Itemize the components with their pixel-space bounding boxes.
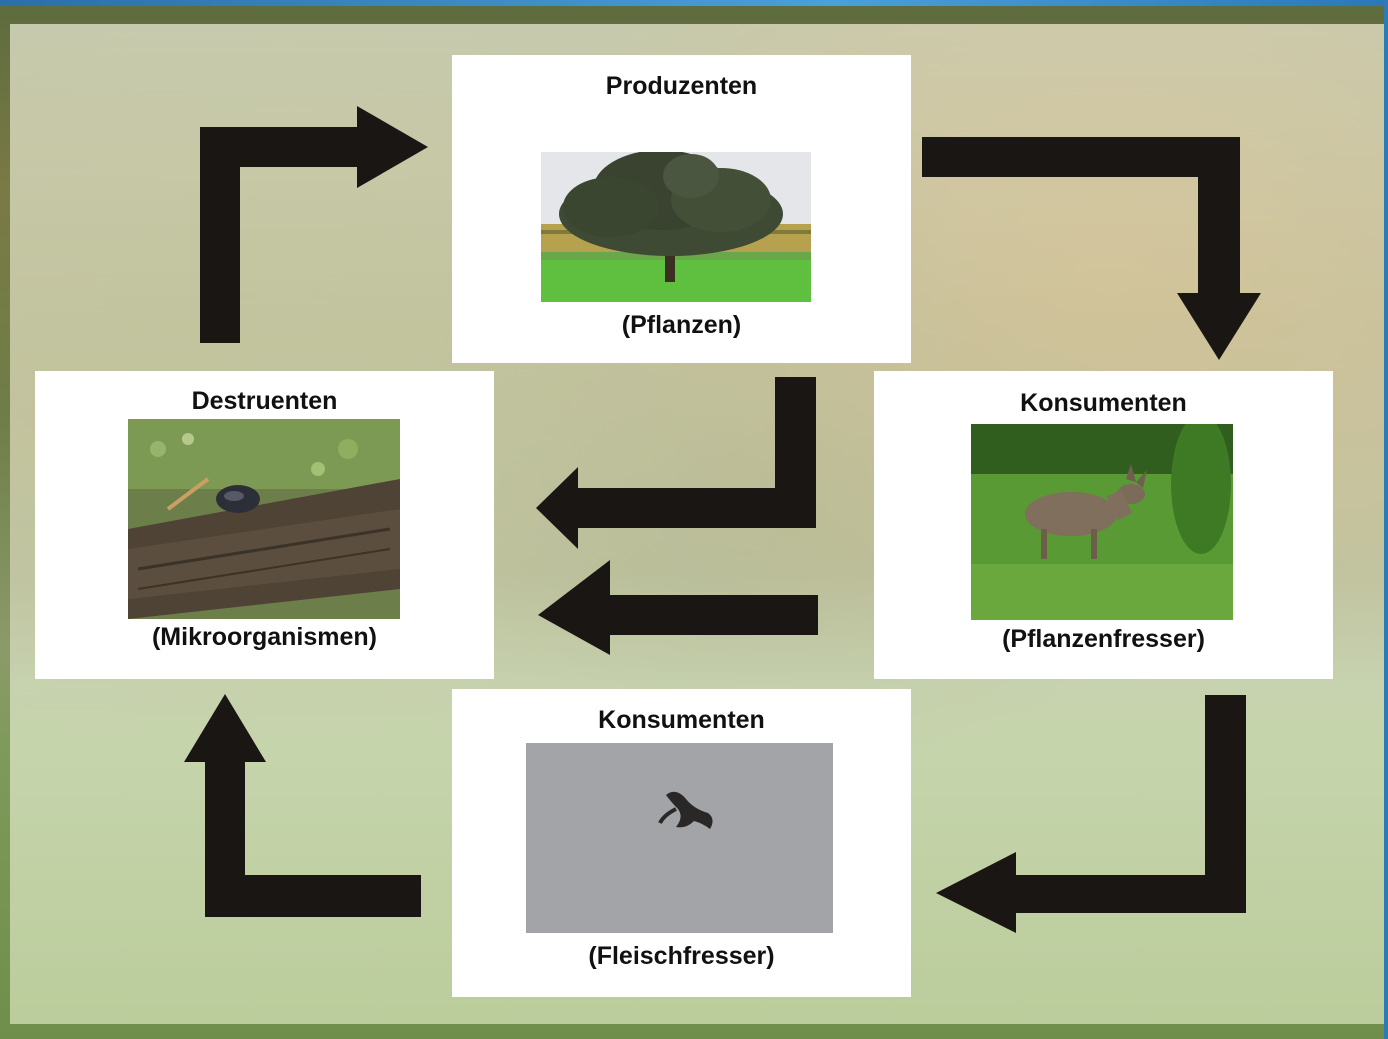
arrow-fleischfresser-to-destruenten [184, 694, 421, 917]
node-produzenten-subtitle: (Pflanzen) [621, 311, 742, 339]
node-destruenten-subtitle: (Mikroorganismen) [151, 623, 378, 651]
node-konsumenten-pflanzenfresser: Konsumenten (Pflanzenfresser) [874, 371, 1333, 679]
tree-photo [541, 152, 811, 302]
node-konsumenten-fleischfresser: Konsumenten (Fleischfresser) [452, 689, 911, 997]
node-konsumenten-fleischfresser-title: Konsumenten [598, 706, 765, 734]
right-accent-bar [1384, 0, 1388, 1039]
top-accent-bar [0, 0, 1388, 6]
arrow-produzenten-to-destruenten [536, 377, 816, 549]
woodlouse-on-wood-photo [128, 419, 400, 619]
node-destruenten-title: Destruenten [191, 387, 338, 415]
node-produzenten-title: Produzenten [605, 72, 758, 100]
node-konsumenten-pflanzenfresser-title: Konsumenten [1020, 389, 1187, 417]
arrow-produzenten-to-pflanzenfresser [922, 137, 1261, 360]
arrow-pflanzenfresser-to-destruenten [538, 560, 818, 655]
deer-photo [971, 424, 1233, 620]
node-konsumenten-pflanzenfresser-subtitle: (Pflanzenfresser) [1002, 625, 1205, 653]
node-destruenten: Destruenten (Mikroorganismen) [35, 371, 494, 679]
node-produzenten: Produzenten (Pflanzen) [452, 55, 911, 363]
node-konsumenten-fleischfresser-subtitle: (Fleischfresser) [588, 942, 775, 970]
arrow-destruenten-to-produzenten [200, 106, 428, 343]
bird-of-prey-photo [526, 743, 833, 933]
arrow-pflanzenfresser-to-fleischfresser [936, 695, 1246, 933]
